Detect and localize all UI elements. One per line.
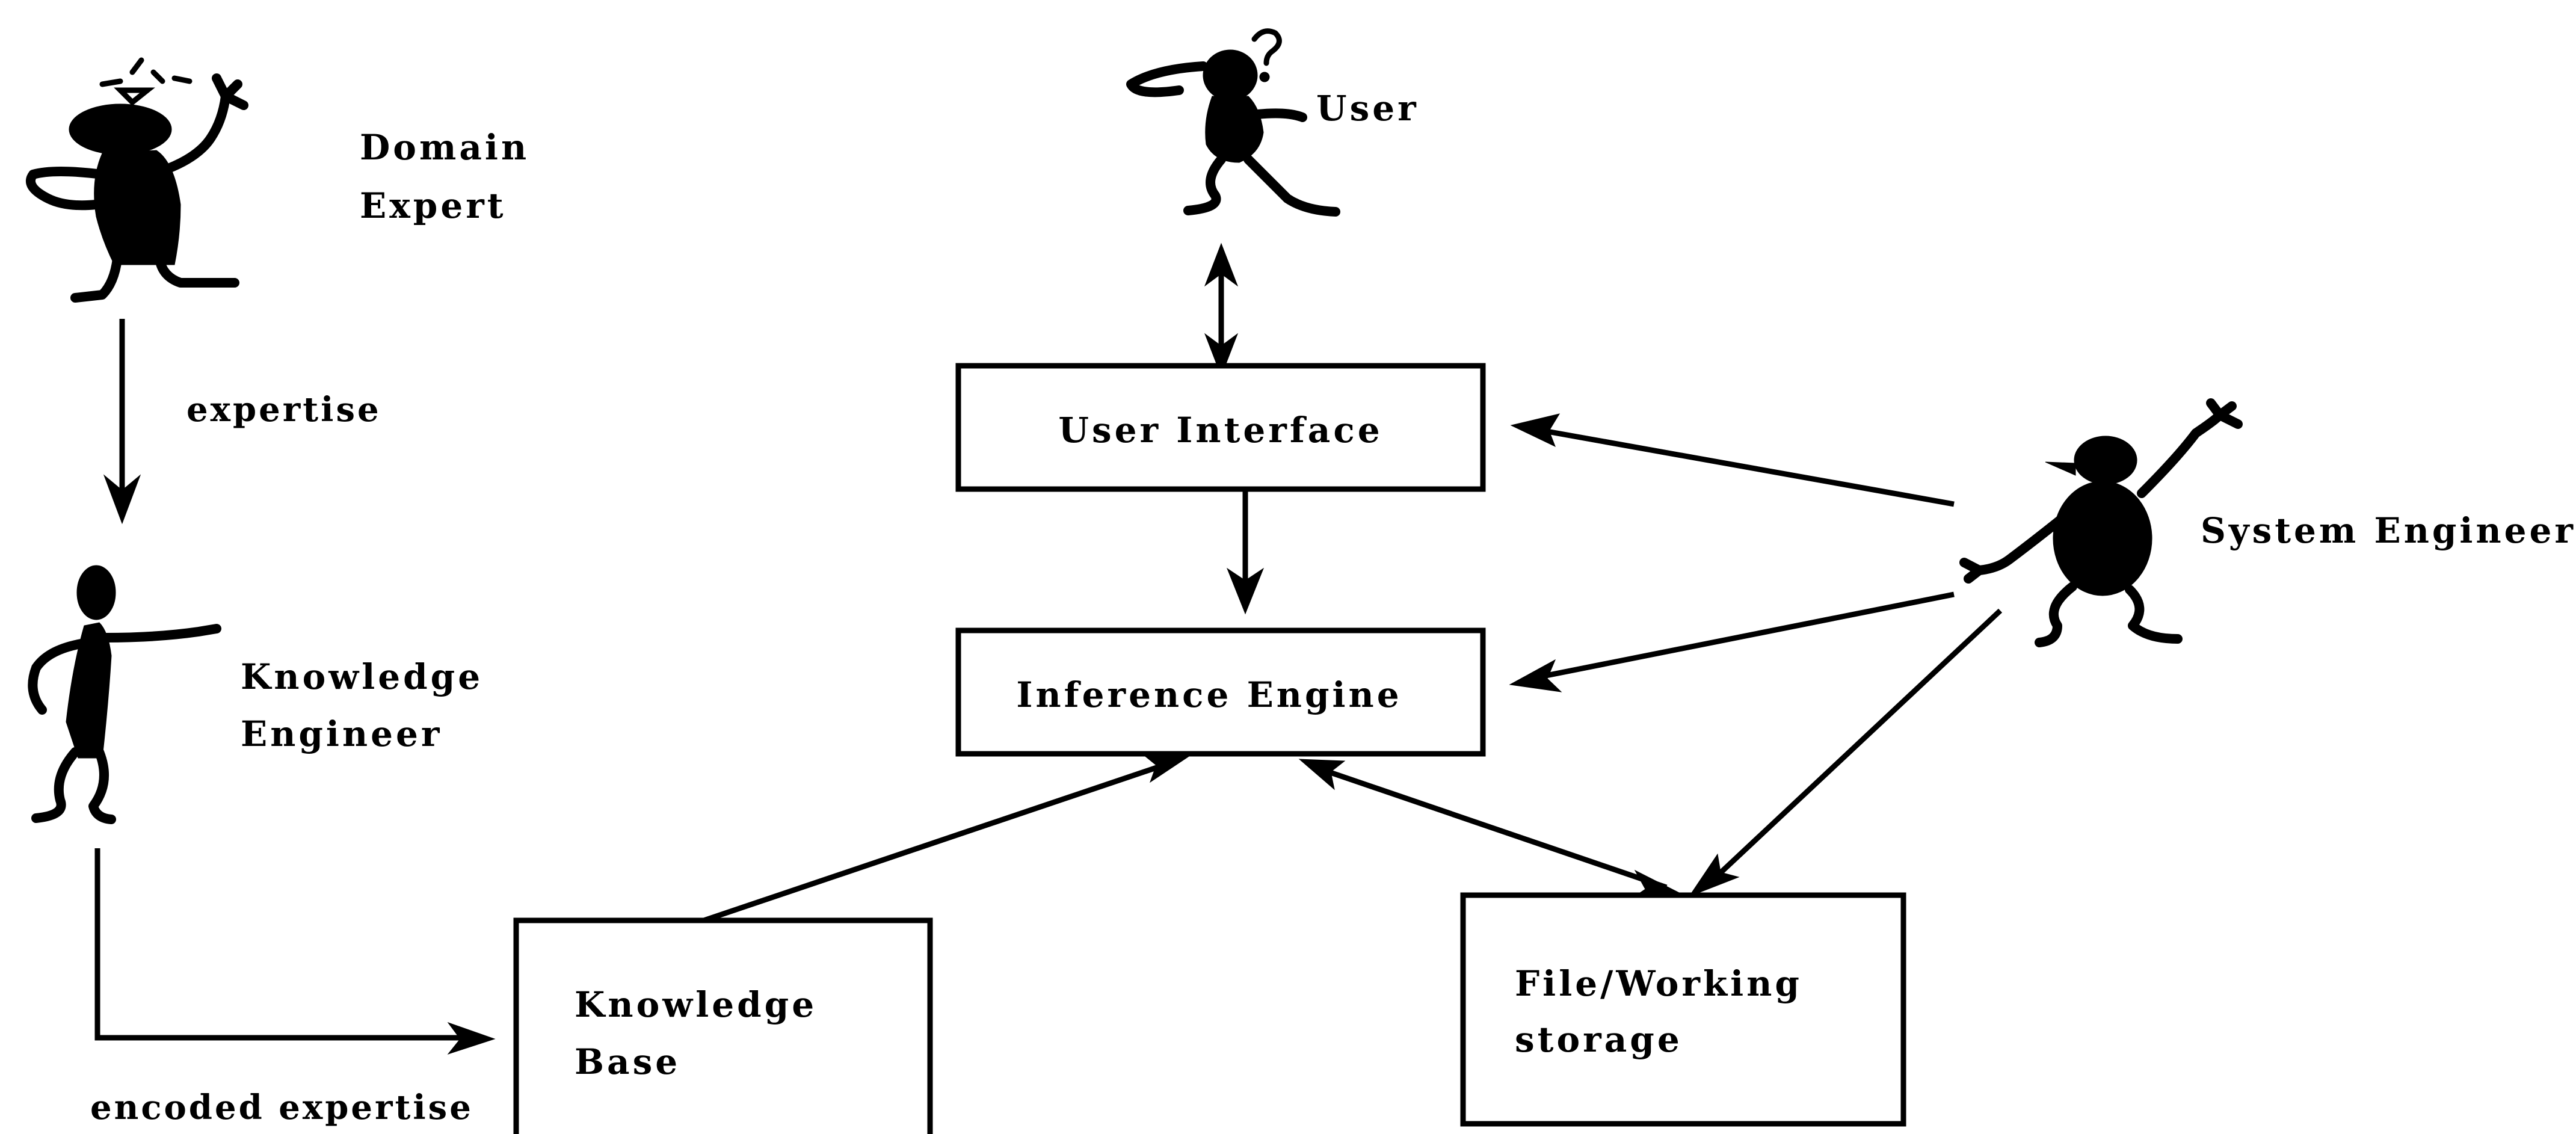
- knowledge-engineer-label-line2: Engineer: [241, 713, 443, 754]
- file-working-storage-label-line2: storage: [1515, 1019, 1683, 1060]
- inference-storage-exchange-arrow: [1298, 759, 1681, 900]
- knowledge-base-label-line1: Knowledge: [575, 984, 817, 1025]
- inference-engine-box: [955, 627, 1486, 757]
- ui-to-inference-arrow: [1226, 489, 1265, 615]
- expertise-flow-label: expertise: [186, 390, 381, 430]
- knowledge-base-label-line2: Base: [575, 1041, 680, 1082]
- system-engineer-to-ui-arrow: [1510, 413, 1955, 507]
- user-label: User: [1316, 88, 1419, 129]
- inference-engine-label: Inference Engine: [1016, 674, 1402, 715]
- knowledge-engineer-figure-icon: [28, 565, 221, 824]
- knowledge-to-inference-arrow: [703, 751, 1189, 923]
- expertise-arrow: [103, 319, 141, 525]
- encoded-expertise-flow-label: encoded expertise: [90, 1088, 473, 1127]
- system-engineer-to-storage-arrow: [1688, 608, 2003, 898]
- system-engineer-to-inference-arrow: [1509, 591, 1955, 692]
- knowledge-engineer-label-line1: Knowledge: [241, 656, 483, 697]
- encoded-expertise-arrow: [94, 848, 496, 1055]
- system-engineer-figure-icon: [1959, 398, 2243, 647]
- user-interface-label: User Interface: [1058, 410, 1382, 451]
- system-engineer-label: System Engineer: [2201, 510, 2576, 551]
- knowledge-base-box: [513, 917, 933, 1134]
- domain-expert-figure-icon: [25, 57, 248, 303]
- file-working-storage-label-line1: File/Working: [1515, 963, 1802, 1004]
- domain-expert-label-line2: Expert: [360, 185, 507, 226]
- domain-expert-label-line1: Domain: [360, 127, 529, 168]
- user-interface-box: [955, 363, 1486, 492]
- user-figure-icon: [1126, 28, 1340, 217]
- file-working-storage-box: [1460, 892, 1906, 1127]
- user-interface-exchange-arrow: [1204, 242, 1239, 377]
